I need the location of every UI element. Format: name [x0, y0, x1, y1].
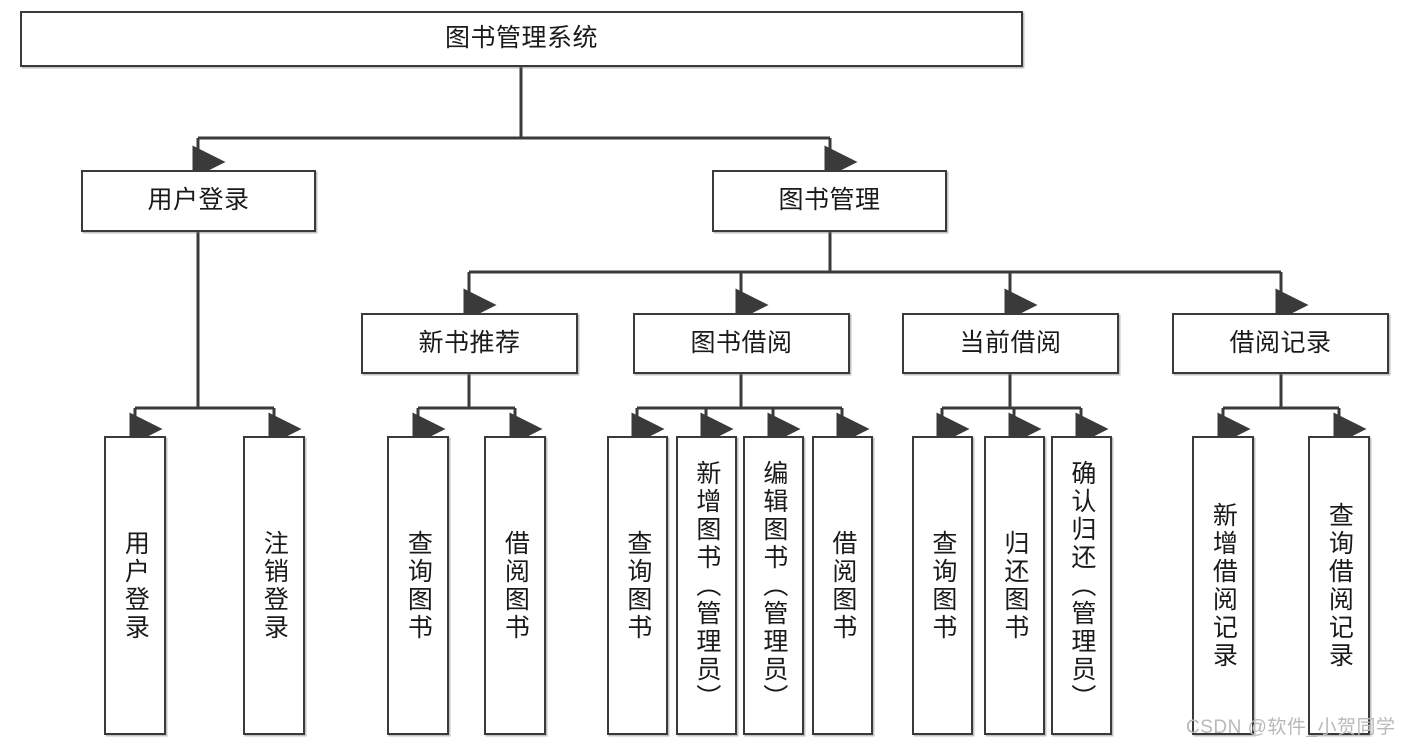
node-book-management-label: 图书管理	[778, 186, 881, 215]
node-leaf-add-book-admin[interactable]: 新增图书（管理员）	[676, 436, 737, 735]
node-user-login-label: 用户登录	[147, 186, 250, 215]
node-leaf-add-borrow-record-label: 新增借阅记录	[1209, 501, 1238, 670]
node-leaf-borrow-book[interactable]: 借阅图书	[812, 436, 873, 735]
node-leaf-add-book-admin-label: 新增图书（管理员）	[692, 459, 721, 712]
node-root[interactable]: 图书管理系统	[20, 11, 1023, 67]
node-borrow-record-label: 借阅记录	[1229, 328, 1332, 357]
node-root-label: 图书管理系统	[444, 24, 598, 53]
node-leaf-user-logout[interactable]: 注销登录	[243, 436, 305, 735]
node-leaf-query-book-current[interactable]: 查询图书	[912, 436, 973, 735]
node-leaf-query-book-rec-label: 查询图书	[404, 529, 433, 642]
node-leaf-user-login-label: 用户登录	[121, 529, 150, 642]
node-leaf-query-book-borrow[interactable]: 查询图书	[607, 436, 668, 735]
node-leaf-query-book-borrow-label: 查询图书	[623, 529, 652, 642]
node-leaf-return-book-label: 归还图书	[1000, 529, 1029, 642]
node-current-borrow-label: 当前借阅	[959, 328, 1062, 357]
node-leaf-confirm-return-admin[interactable]: 确认归还（管理员）	[1051, 436, 1112, 735]
node-book-borrow[interactable]: 图书借阅	[633, 313, 850, 374]
node-leaf-edit-book-admin[interactable]: 编辑图书（管理员）	[743, 436, 804, 735]
node-current-borrow[interactable]: 当前借阅	[902, 313, 1119, 374]
node-new-book-recommend[interactable]: 新书推荐	[361, 313, 578, 374]
node-leaf-query-book-current-label: 查询图书	[928, 529, 957, 642]
node-book-management[interactable]: 图书管理	[712, 170, 947, 232]
node-leaf-user-logout-label: 注销登录	[260, 529, 289, 642]
node-user-login[interactable]: 用户登录	[81, 170, 316, 232]
node-new-book-recommend-label: 新书推荐	[418, 328, 521, 357]
node-leaf-query-book-rec[interactable]: 查询图书	[387, 436, 449, 735]
node-leaf-borrow-book-rec-label: 借阅图书	[501, 529, 530, 642]
node-leaf-query-borrow-record[interactable]: 查询借阅记录	[1308, 436, 1370, 735]
node-leaf-query-borrow-record-label: 查询借阅记录	[1325, 501, 1354, 670]
node-borrow-record[interactable]: 借阅记录	[1172, 313, 1389, 374]
node-leaf-add-borrow-record[interactable]: 新增借阅记录	[1192, 436, 1254, 735]
node-book-borrow-label: 图书借阅	[690, 328, 793, 357]
node-leaf-user-login[interactable]: 用户登录	[104, 436, 166, 735]
node-leaf-return-book[interactable]: 归还图书	[984, 436, 1045, 735]
node-leaf-confirm-return-admin-label: 确认归还（管理员）	[1067, 459, 1096, 712]
node-leaf-borrow-book-rec[interactable]: 借阅图书	[484, 436, 546, 735]
node-leaf-edit-book-admin-label: 编辑图书（管理员）	[759, 459, 788, 712]
node-leaf-borrow-book-label: 借阅图书	[828, 529, 857, 642]
csdn-watermark: CSDN @软件_小贺同学	[1186, 717, 1396, 738]
